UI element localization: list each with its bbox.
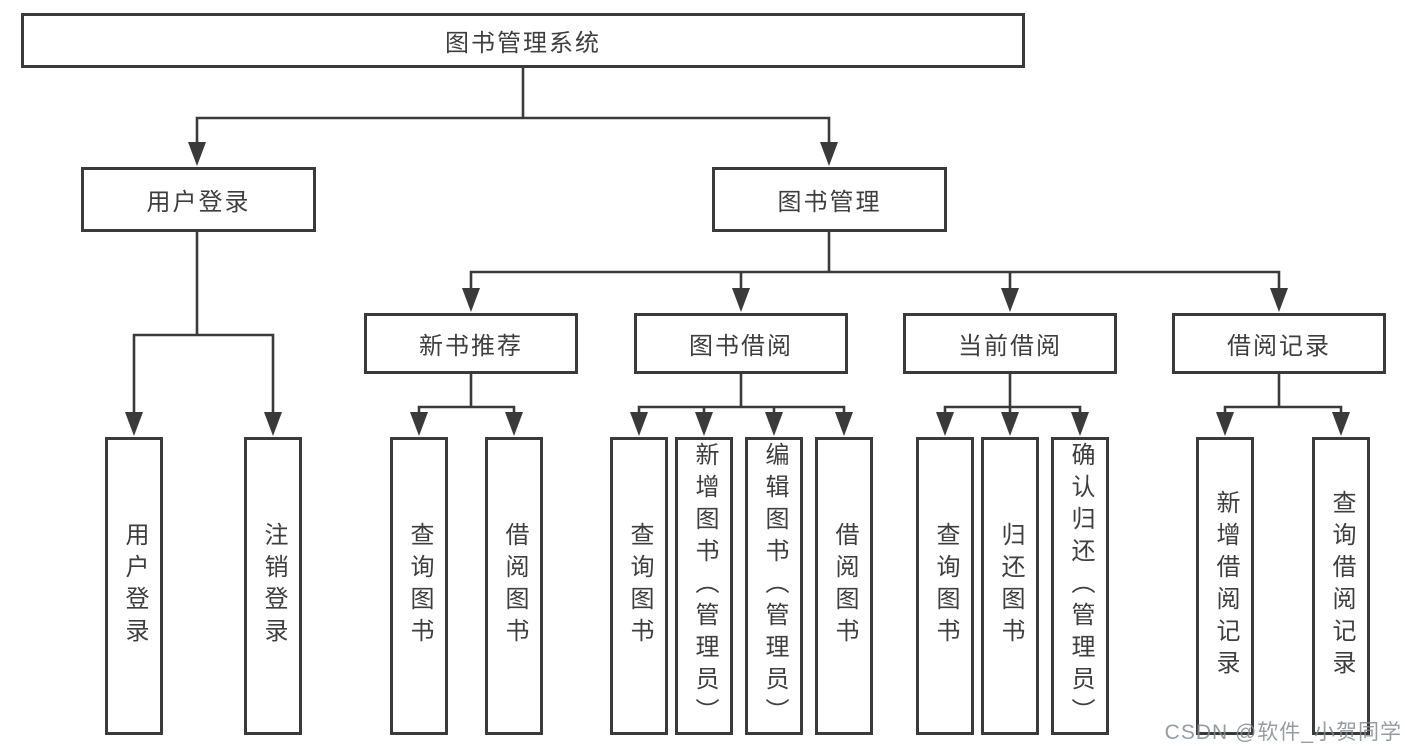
node-edit-books-admin: 编辑图书（管理员）: [745, 437, 803, 735]
node-label: 注销登录: [260, 522, 287, 650]
node-query-books-current: 查询图书: [916, 437, 974, 735]
node-label: 查询借阅记录: [1328, 490, 1355, 682]
node-label: 用户登录: [121, 522, 148, 650]
node-add-borrow-record: 新增借阅记录: [1196, 437, 1254, 735]
node-borrow-books-recommend: 借阅图书: [485, 437, 543, 735]
node-label: 确认归还（管理员）: [1067, 442, 1094, 730]
node-label: 编辑图书（管理员）: [761, 442, 788, 730]
csdn-watermark: CSDN @软件_小贺同学: [1164, 721, 1402, 744]
node-return-books: 归还图书: [981, 437, 1039, 735]
node-borrowing-records: 借阅记录: [1172, 313, 1386, 374]
node-logout: 注销登录: [244, 437, 302, 735]
node-label: 查询图书: [626, 522, 653, 650]
node-confirm-return-admin: 确认归还（管理员）: [1051, 437, 1109, 735]
node-label: 查询图书: [406, 522, 433, 650]
node-current-borrowing: 当前借阅: [903, 313, 1117, 374]
node-add-books-admin: 新增图书（管理员）: [675, 437, 733, 735]
node-label: 借阅图书: [501, 522, 528, 650]
node-label: 查询图书: [932, 522, 959, 650]
node-query-books-borrow: 查询图书: [610, 437, 668, 735]
node-user-login: 用户登录: [81, 167, 316, 232]
node-borrow-books-leaf: 借阅图书: [815, 437, 873, 735]
node-query-books-recommend: 查询图书: [390, 437, 448, 735]
node-library-system: 图书管理系统: [21, 13, 1025, 68]
node-label: 新增借阅记录: [1212, 490, 1239, 682]
node-new-book-recommend: 新书推荐: [364, 313, 578, 374]
node-label: 新增图书（管理员）: [691, 442, 718, 730]
node-book-borrowing: 图书借阅: [634, 313, 848, 374]
node-user-login-leaf: 用户登录: [105, 437, 163, 735]
node-label: 借阅图书: [831, 522, 858, 650]
node-label: 归还图书: [997, 522, 1024, 650]
node-query-borrow-record: 查询借阅记录: [1312, 437, 1370, 735]
node-book-management: 图书管理: [712, 167, 947, 232]
